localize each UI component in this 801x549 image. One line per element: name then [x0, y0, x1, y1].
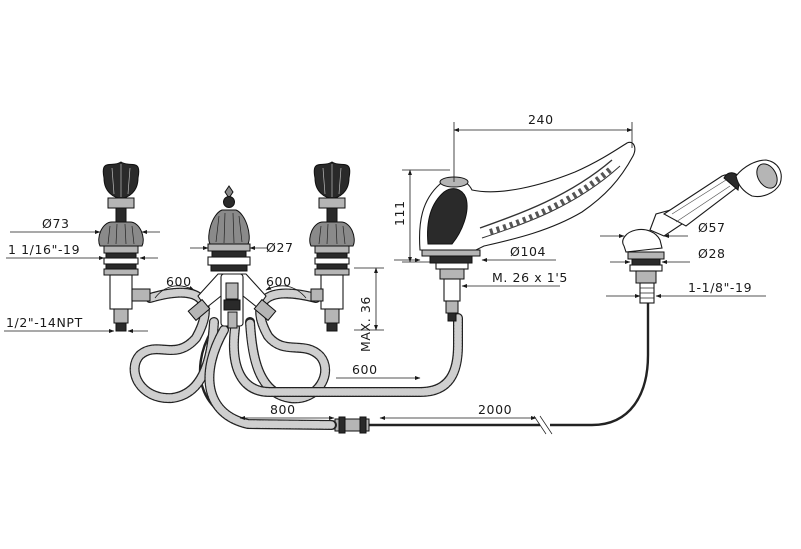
- label-hose-2000: 2000: [478, 402, 512, 417]
- label-hose-spout: 600: [352, 362, 378, 377]
- hose-spout: [229, 313, 463, 397]
- label-d57: Ø57: [698, 220, 726, 235]
- label-height111: 111: [392, 200, 407, 226]
- label-thread-shower: 1-1/8"-19: [688, 280, 752, 295]
- hose-800: [204, 325, 337, 430]
- label-d73: Ø73: [42, 216, 70, 231]
- label-max36: MAX. 36: [358, 296, 373, 352]
- label-d28: Ø28: [698, 246, 726, 261]
- label-hose-right: 600: [266, 274, 292, 289]
- spout: [419, 141, 636, 322]
- label-thread-npt: 1/2"-14NPT: [6, 315, 83, 330]
- label-hose-800: 800: [270, 402, 296, 417]
- label-thread-valve: 1 1/16"-19: [8, 242, 80, 257]
- diverter-knob: [207, 185, 251, 272]
- label-thread-m26: M. 26 x 1'5: [492, 270, 568, 285]
- left-valve: [98, 161, 151, 332]
- hoses: [129, 287, 650, 435]
- label-d104: Ø104: [510, 244, 546, 259]
- label-spout240: 240: [528, 112, 554, 127]
- dimension-labels: Ø73 1 1/16"-19 1/2"-14NPT 600 600 Ø27 MA…: [6, 112, 752, 417]
- right-valve: [309, 161, 355, 332]
- diverter-body: [187, 273, 277, 329]
- label-hose-left: 600: [166, 274, 192, 289]
- label-d27: Ø27: [266, 240, 294, 255]
- hand-shower: [622, 159, 782, 304]
- dimension-lines: [4, 122, 766, 420]
